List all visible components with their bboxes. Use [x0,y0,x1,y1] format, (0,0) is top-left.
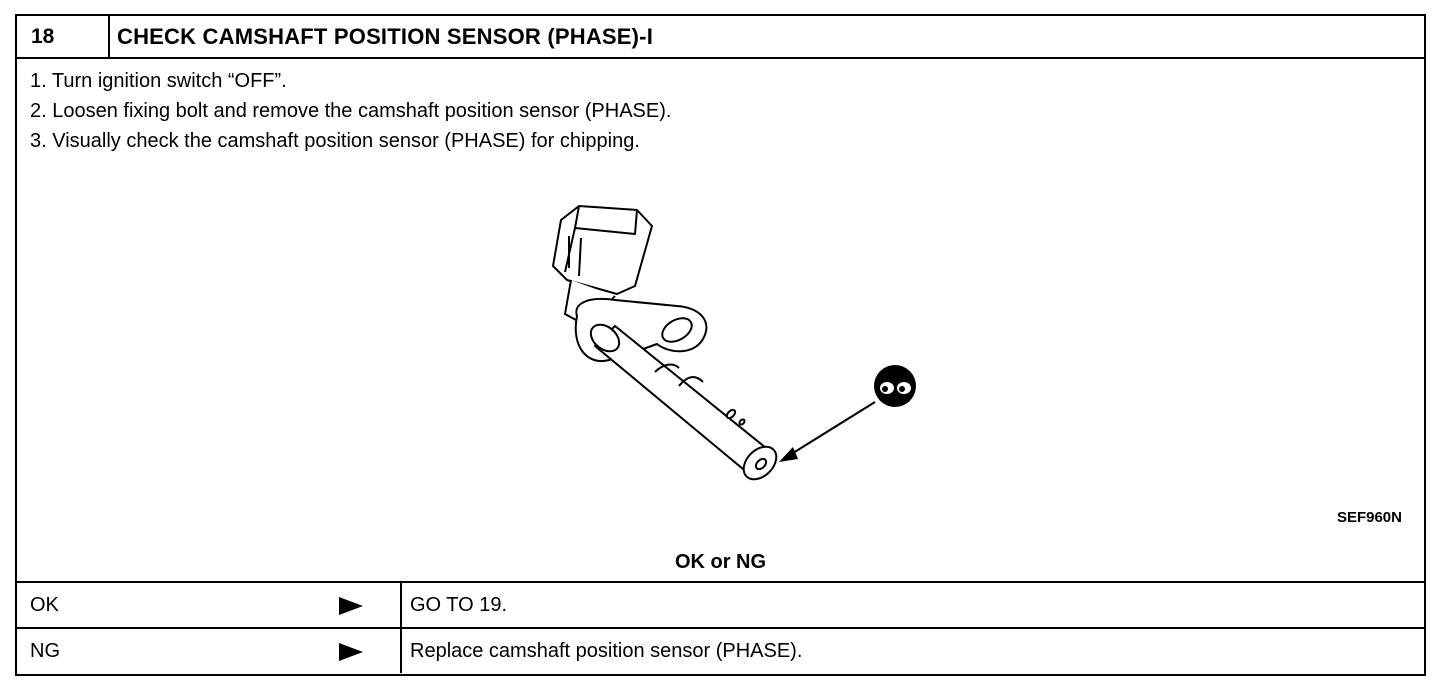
result-key: OK [30,594,59,616]
column-divider [400,629,402,673]
step-number: 18 [17,16,110,57]
instruction-step-2: 2. Loosen fixing bolt and remove the cam… [30,100,672,122]
camshaft-sensor-illustration [552,205,916,481]
instruction-step-3: 3. Visually check the camshaft position … [30,130,640,152]
step-header: 18 CHECK CAMSHAFT POSITION SENSOR (PHASE… [17,16,1424,59]
instruction-step-1: 1. Turn ignition switch “OFF”. [30,70,287,92]
result-key: NG [30,640,60,662]
figure-code: SEF960N [1336,509,1402,526]
result-action: Replace camshaft position sensor (PHASE)… [410,640,803,662]
column-divider [400,583,402,627]
procedure-sheet: 18 CHECK CAMSHAFT POSITION SENSOR (PHASE… [15,14,1426,676]
result-action: GO TO 19. [410,594,508,616]
eyes-inspect-icon [874,365,916,407]
arrow-right-icon [339,643,363,661]
arrow-right-icon [339,597,363,615]
result-row-ok: OK GO TO 19. [17,581,1424,627]
result-table: OK GO TO 19. NG Replace camshaft positio… [17,581,1424,673]
instruction-list: 1. Turn ignition switch “OFF”. 2. Loosen… [30,66,671,156]
step-title: CHECK CAMSHAFT POSITION SENSOR (PHASE)-I [117,24,654,49]
result-row-ng: NG Replace camshaft position sensor (PHA… [17,627,1424,673]
decision-label: OK or NG [674,551,767,573]
